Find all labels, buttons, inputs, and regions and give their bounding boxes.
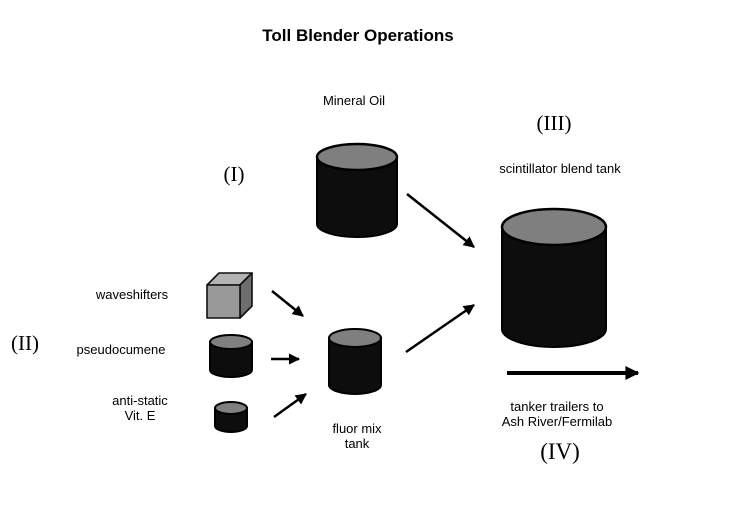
stage-iii-label: (III): [536, 111, 572, 135]
arrow-waveshifters-to-fluor-tank: [271, 290, 304, 317]
pseudocumene-drum: [209, 334, 253, 378]
tanker-trailers-label: tanker trailers to Ash River/Fermilab: [502, 399, 613, 429]
arrow-anti-static-to-fluor-tank: [273, 392, 307, 419]
scintillator-blend-tank: [500, 207, 608, 348]
pseudocumene-label: pseudocumene: [76, 342, 166, 357]
mineral-oil-label: Mineral Oil: [322, 93, 386, 108]
stage-iv-label: (IV): [540, 439, 580, 464]
stage-ii-label: (II): [11, 331, 39, 355]
fluor-mix-label-line2: tank: [344, 436, 370, 451]
scintillator-blend-tank-label: scintillator blend tank: [499, 161, 621, 176]
tanker-trailers-label-line1: tanker trailers to: [510, 399, 604, 414]
page-title: Toll Blender Operations: [262, 26, 454, 45]
arrow-fluor-tank-to-blend-tank: [405, 303, 475, 354]
arrow-mineral-oil-to-blend-tank: [406, 193, 475, 248]
tanker-trailers-label-line2: Ash River/Fermilab: [501, 414, 613, 429]
fluor-mix-tank-label: fluor mix tank: [332, 421, 381, 451]
anti-static-label: anti-static Vit. E: [112, 393, 168, 423]
waveshifters-cube: [206, 272, 253, 319]
stage-i-label: (I): [223, 162, 245, 186]
anti-static-drum: [214, 401, 248, 433]
anti-static-label-line1: anti-static: [112, 393, 168, 408]
waveshifters-label: waveshifters: [95, 287, 169, 302]
anti-static-label-line2: Vit. E: [124, 408, 156, 423]
fluor-mix-tank: [328, 328, 382, 395]
fluor-mix-label-line1: fluor mix: [332, 421, 382, 436]
mineral-oil-tank: [315, 142, 399, 238]
